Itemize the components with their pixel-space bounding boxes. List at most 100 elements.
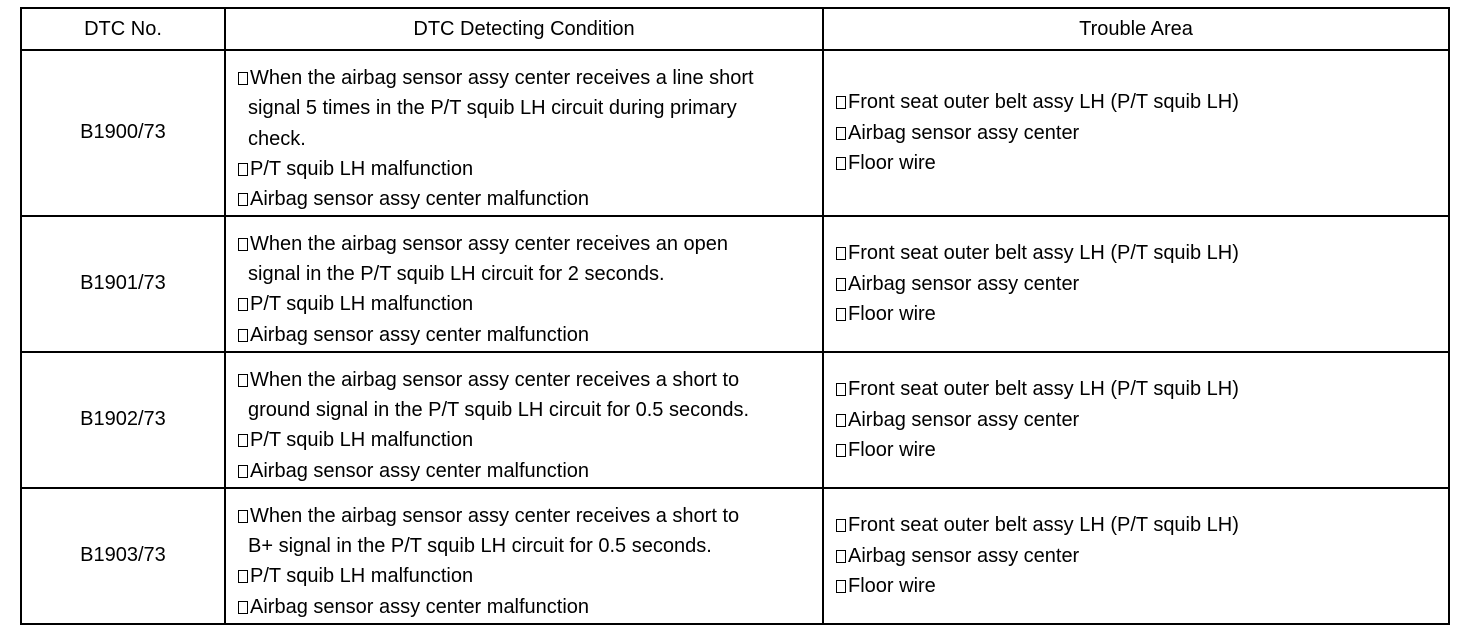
dtc-code: B1901/73 xyxy=(20,214,226,353)
checkbox-bullet-icon xyxy=(238,298,248,312)
condition-bullet-line: Airbag sensor assy center malfunction xyxy=(238,184,814,214)
header-detecting-condition: DTC Detecting Condition xyxy=(224,7,824,51)
condition-text: B+ signal in the P/T squib LH circuit fo… xyxy=(248,535,712,558)
trouble-area-text: Front seat outer belt assy LH (P/T squib… xyxy=(848,378,1239,401)
checkbox-bullet-icon xyxy=(238,464,248,478)
trouble-area-text: Airbag sensor assy center xyxy=(848,272,1080,295)
condition-bullet-line: When the airbag sensor assy center recei… xyxy=(238,501,814,531)
trouble-area-text: Floor wire xyxy=(848,438,936,461)
checkbox-bullet-icon xyxy=(238,193,248,207)
trouble-area-text: Airbag sensor assy center xyxy=(848,121,1080,144)
condition-bullet-line: Airbag sensor assy center malfunction xyxy=(238,320,814,350)
detecting-condition-cell: When the airbag sensor assy center recei… xyxy=(224,49,824,217)
checkbox-bullet-icon xyxy=(836,519,846,533)
detecting-condition-cell: When the airbag sensor assy center recei… xyxy=(224,486,824,626)
dtc-code: B1902/73 xyxy=(20,350,226,489)
condition-continuation-line: signal in the P/T squib LH circuit for 2… xyxy=(238,259,814,289)
trouble-area-item: Front seat outer belt assy LH (P/T squib… xyxy=(836,374,1448,404)
trouble-area-cell: Front seat outer belt assy LH (P/T squib… xyxy=(822,214,1450,353)
trouble-area-item: Front seat outer belt assy LH (P/T squib… xyxy=(836,238,1448,268)
detecting-condition-cell: When the airbag sensor assy center recei… xyxy=(224,350,824,489)
table-row: B1903/73 When the airbag sensor assy cent… xyxy=(20,486,1450,626)
trouble-area-item: Floor wire xyxy=(836,148,1448,178)
condition-bullet-line: Airbag sensor assy center malfunction xyxy=(238,592,814,622)
checkbox-bullet-icon xyxy=(238,570,248,584)
condition-bullet-line: P/T squib LH malfunction xyxy=(238,289,814,319)
condition-text: Airbag sensor assy center malfunction xyxy=(250,323,590,346)
trouble-area-item: Airbag sensor assy center xyxy=(836,405,1448,435)
condition-continuation-line: signal 5 times in the P/T squib LH circu… xyxy=(238,93,814,123)
trouble-area-item: Floor wire xyxy=(836,571,1448,601)
trouble-area-text: Floor wire xyxy=(848,302,936,325)
condition-bullet-line: P/T squib LH malfunction xyxy=(238,561,814,591)
checkbox-bullet-icon xyxy=(836,383,846,397)
trouble-area-item: Floor wire xyxy=(836,435,1448,465)
condition-continuation-line: ground signal in the P/T squib LH circui… xyxy=(238,395,814,425)
checkbox-bullet-icon xyxy=(238,600,248,614)
condition-text: ground signal in the P/T squib LH circui… xyxy=(248,399,750,422)
dtc-code: B1900/73 xyxy=(20,49,226,217)
checkbox-bullet-icon xyxy=(238,328,248,342)
trouble-area-text: Front seat outer belt assy LH (P/T squib… xyxy=(848,242,1239,265)
checkbox-bullet-icon xyxy=(836,96,846,110)
trouble-area-item: Front seat outer belt assy LH (P/T squib… xyxy=(836,510,1448,540)
checkbox-bullet-icon xyxy=(238,509,248,523)
trouble-area-text: Front seat outer belt assy LH (P/T squib… xyxy=(848,514,1239,537)
checkbox-bullet-icon xyxy=(836,277,846,291)
checkbox-bullet-icon xyxy=(836,549,846,563)
dtc-code: B1903/73 xyxy=(20,486,226,626)
checkbox-bullet-icon xyxy=(836,156,846,170)
condition-text: When the airbag sensor assy center recei… xyxy=(250,232,729,255)
table-row: B1901/73 When the airbag sensor assy cent… xyxy=(20,214,1450,353)
condition-continuation-line: check. xyxy=(238,124,814,154)
condition-bullet-line: P/T squib LH malfunction xyxy=(238,154,814,184)
checkbox-bullet-icon xyxy=(836,580,846,594)
condition-continuation-line: B+ signal in the P/T squib LH circuit fo… xyxy=(238,531,814,561)
condition-bullet-line: P/T squib LH malfunction xyxy=(238,425,814,455)
detecting-condition-cell: When the airbag sensor assy center recei… xyxy=(224,214,824,353)
condition-text: check. xyxy=(248,127,306,150)
condition-text: Airbag sensor assy center malfunction xyxy=(250,595,590,618)
trouble-area-text: Floor wire xyxy=(848,151,936,174)
checkbox-bullet-icon xyxy=(238,434,248,448)
condition-text: P/T squib LH malfunction xyxy=(250,565,474,588)
checkbox-bullet-icon xyxy=(238,237,248,251)
condition-text: P/T squib LH malfunction xyxy=(250,157,474,180)
condition-text: P/T squib LH malfunction xyxy=(250,429,474,452)
trouble-area-text: Airbag sensor assy center xyxy=(848,408,1080,431)
trouble-area-cell: Front seat outer belt assy LH (P/T squib… xyxy=(822,49,1450,217)
condition-bullet-line: When the airbag sensor assy center recei… xyxy=(238,63,814,93)
condition-text: When the airbag sensor assy center recei… xyxy=(250,504,740,527)
condition-text: signal 5 times in the P/T squib LH circu… xyxy=(248,97,737,120)
condition-text: signal in the P/T squib LH circuit for 2… xyxy=(248,262,665,285)
table-row: B1902/73 When the airbag sensor assy cent… xyxy=(20,350,1450,489)
checkbox-bullet-icon xyxy=(836,413,846,427)
checkbox-bullet-icon xyxy=(836,247,846,261)
table-header-row: DTC No. DTC Detecting Condition Trouble … xyxy=(20,7,1450,51)
trouble-area-text: Floor wire xyxy=(848,575,936,598)
condition-text: Airbag sensor assy center malfunction xyxy=(250,188,590,211)
checkbox-bullet-icon xyxy=(836,307,846,321)
header-trouble-area: Trouble Area xyxy=(822,7,1450,51)
condition-text: Airbag sensor assy center malfunction xyxy=(250,459,590,482)
trouble-area-item: Airbag sensor assy center xyxy=(836,541,1448,571)
trouble-area-cell: Front seat outer belt assy LH (P/T squib… xyxy=(822,350,1450,489)
condition-text: P/T squib LH malfunction xyxy=(250,293,474,316)
checkbox-bullet-icon xyxy=(238,373,248,387)
condition-text: When the airbag sensor assy center recei… xyxy=(250,67,754,89)
condition-bullet-line: When the airbag sensor assy center recei… xyxy=(238,229,814,259)
checkbox-bullet-icon xyxy=(836,443,846,457)
checkbox-bullet-icon xyxy=(238,72,248,85)
trouble-area-item: Floor wire xyxy=(836,299,1448,329)
condition-bullet-line: Airbag sensor assy center malfunction xyxy=(238,456,814,486)
header-dtc-no: DTC No. xyxy=(20,7,226,51)
trouble-area-text: Front seat outer belt assy LH (P/T squib… xyxy=(848,91,1239,114)
trouble-area-item: Airbag sensor assy center xyxy=(836,269,1448,299)
dtc-table: DTC No. DTC Detecting Condition Trouble … xyxy=(20,7,1450,626)
checkbox-bullet-icon xyxy=(836,126,846,140)
trouble-area-item: Airbag sensor assy center xyxy=(836,118,1448,148)
checkbox-bullet-icon xyxy=(238,162,248,176)
condition-text: When the airbag sensor assy center recei… xyxy=(250,368,740,391)
condition-bullet-line: When the airbag sensor assy center recei… xyxy=(238,365,814,395)
